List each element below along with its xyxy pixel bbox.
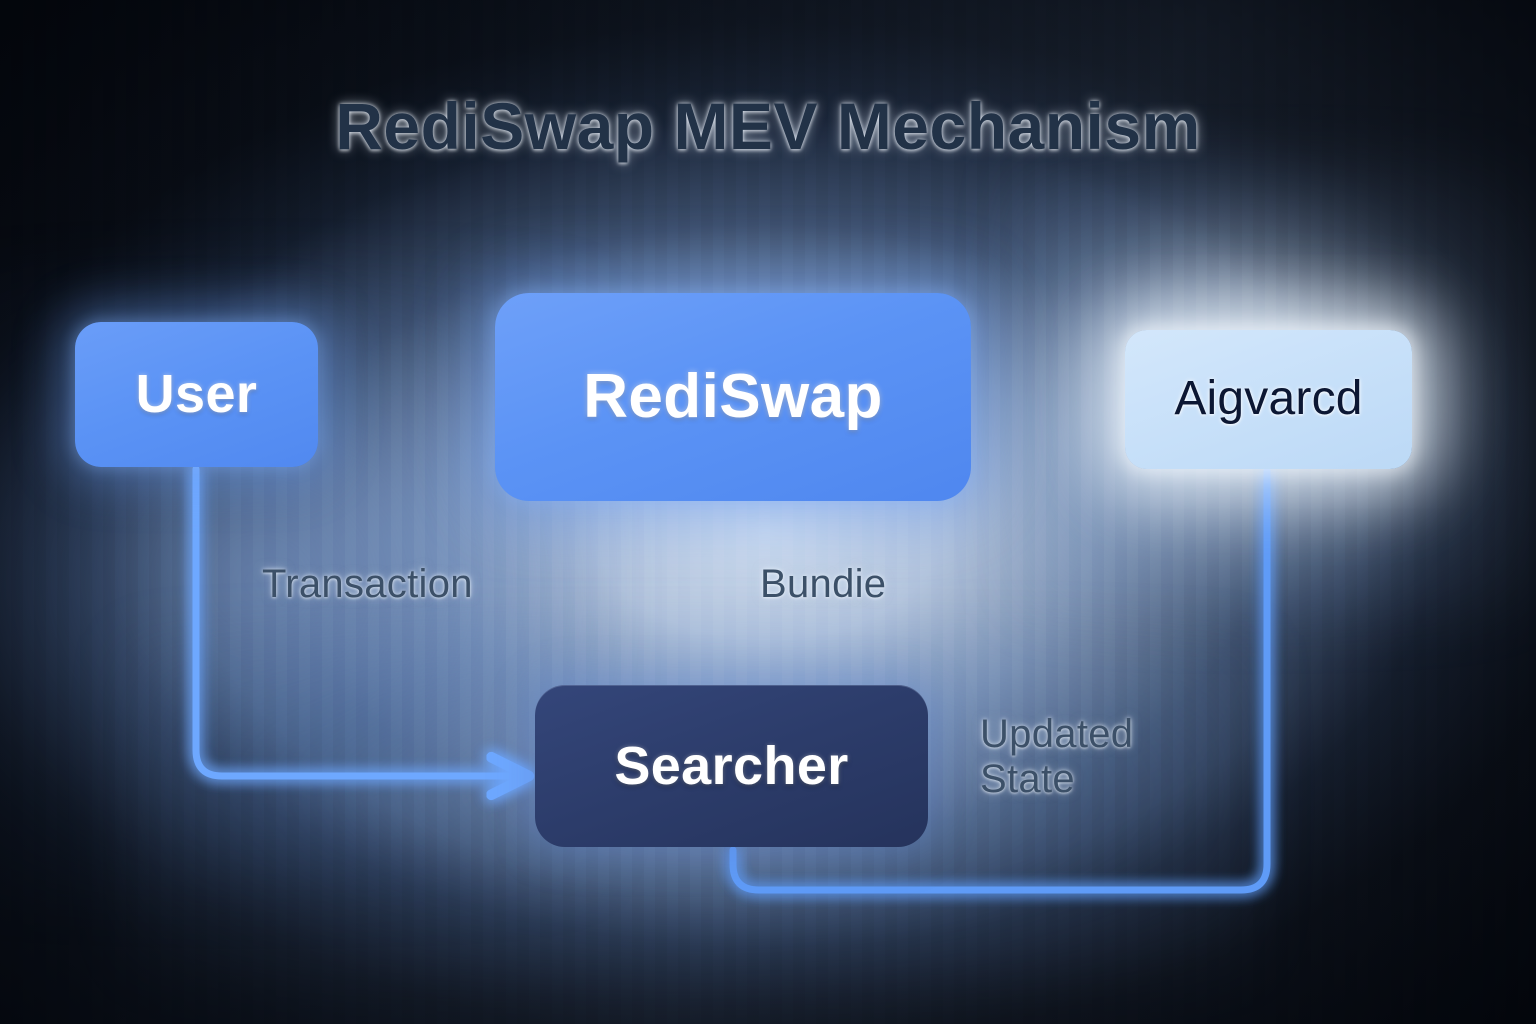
node-searcher[interactable]: Searcher: [535, 685, 928, 847]
node-aigvarcd-label: Aigvarcd: [1174, 372, 1363, 426]
page-title: RediSwap MEV Mechanism: [335, 89, 1201, 163]
edge-label-transaction: Transaction: [262, 562, 473, 606]
edge-searcher-to-aigvarcd: [729, 467, 1271, 894]
node-aigvarcd[interactable]: Aigvarcd: [1125, 330, 1412, 469]
node-user[interactable]: User: [75, 322, 318, 467]
node-rediswap[interactable]: RediSwap: [495, 293, 971, 501]
node-searcher-label: Searcher: [614, 735, 849, 796]
edge-user-to-searcher: [192, 465, 524, 776]
edge-label-updated-state: Updated State: [980, 712, 1134, 801]
node-rediswap-label: RediSwap: [583, 362, 883, 432]
edge-label-bundle: Bundie: [760, 562, 887, 606]
node-user-label: User: [135, 364, 258, 425]
